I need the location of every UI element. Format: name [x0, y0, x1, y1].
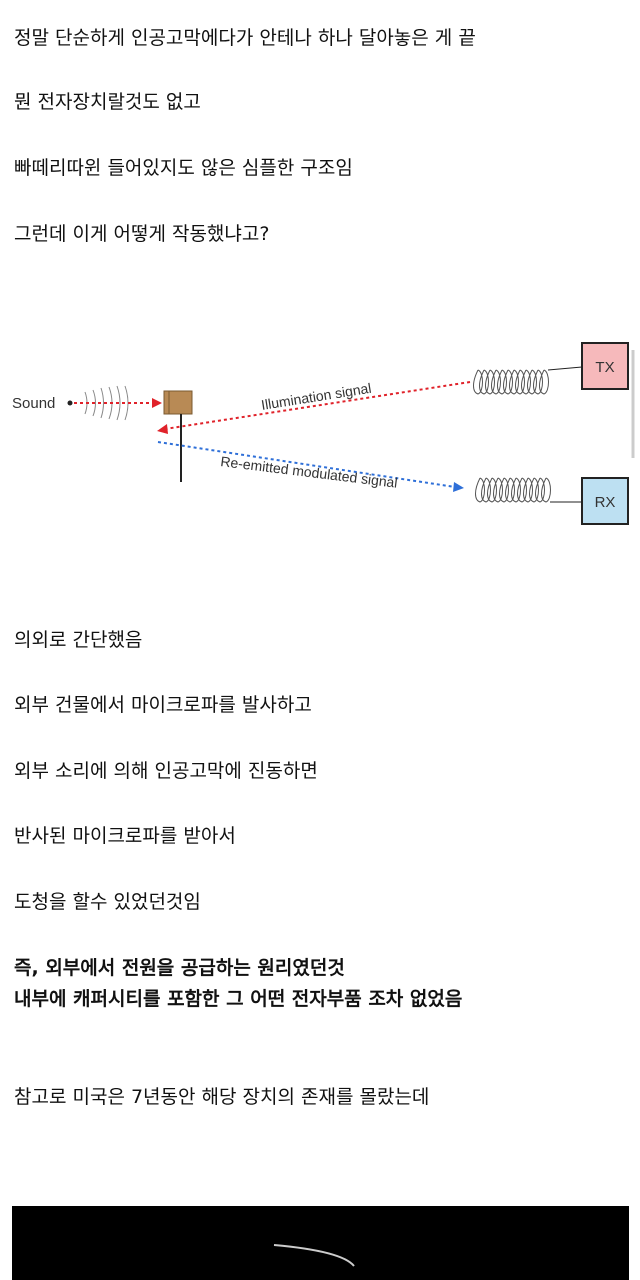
paragraph: 참고로 미국은 7년동안 해당 장치의 존재를 몰랐는데: [14, 1086, 430, 1108]
rx-box: [581, 477, 629, 525]
paragraph: 외부 소리에 의해 인공고막에 진동하면: [14, 760, 318, 782]
sound-label: Sound: [12, 395, 55, 412]
tx-coil-icon: [473, 366, 583, 395]
paragraph: 빠떼리따윈 들어있지도 않은 심플한 구조임: [14, 157, 353, 179]
rx-label: RX: [595, 494, 616, 511]
photo-highlight: [273, 1244, 355, 1267]
paragraph: 정말 단순하게 인공고막에다가 안테나 하나 달아놓은 게 끝: [14, 27, 476, 49]
reemitted-label: Re-emitted modulated signal: [220, 453, 399, 491]
bold-paragraph: 즉, 외부에서 전원을 공급하는 원리였던것: [14, 957, 345, 979]
paragraph: 뭔 전자장치랄것도 없고: [14, 91, 201, 113]
tx-box: [581, 342, 629, 390]
paragraph: 도청을 할수 있었던것임: [14, 891, 201, 913]
illumination-label: Illumination signal: [260, 380, 372, 413]
bold-paragraph: 내부에 캐퍼시티를 포함한 그 어떤 전자부품 조차 없었음: [14, 988, 463, 1010]
dark-photo: [12, 1206, 629, 1280]
paragraph: 그런데 이게 어떻게 작동했냐고?: [14, 223, 270, 245]
sound-arrowhead: [152, 398, 162, 408]
paragraph: 반사된 마이크로파를 받아서: [14, 825, 236, 847]
sound-source-dot: [67, 400, 73, 406]
illumination-arrowhead: [157, 424, 168, 434]
reemitted-arrowhead: [453, 482, 464, 492]
rx-coil-icon: [475, 477, 582, 503]
passive-bug-diagram: Sound Illumination signal Re-emitted mod…: [12, 342, 635, 525]
paragraph: 의외로 간단했음: [14, 629, 143, 651]
artificial-eardrum-icon: [163, 390, 193, 415]
tx-label: TX: [595, 359, 614, 376]
paragraph: 외부 건물에서 마이크로파를 발사하고: [14, 694, 312, 716]
reemitted-signal-line: [157, 441, 456, 488]
